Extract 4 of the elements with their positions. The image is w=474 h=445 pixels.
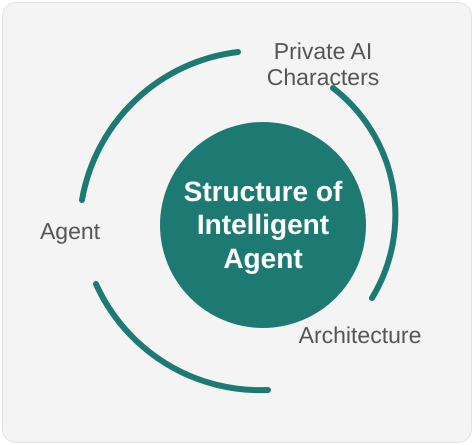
section-label: Agent (38, 218, 102, 244)
circle-title: Structure of Intelligent Agent (182, 174, 344, 276)
section-label: Private AI Characters (266, 38, 380, 91)
section-label: Architecture (298, 322, 422, 348)
